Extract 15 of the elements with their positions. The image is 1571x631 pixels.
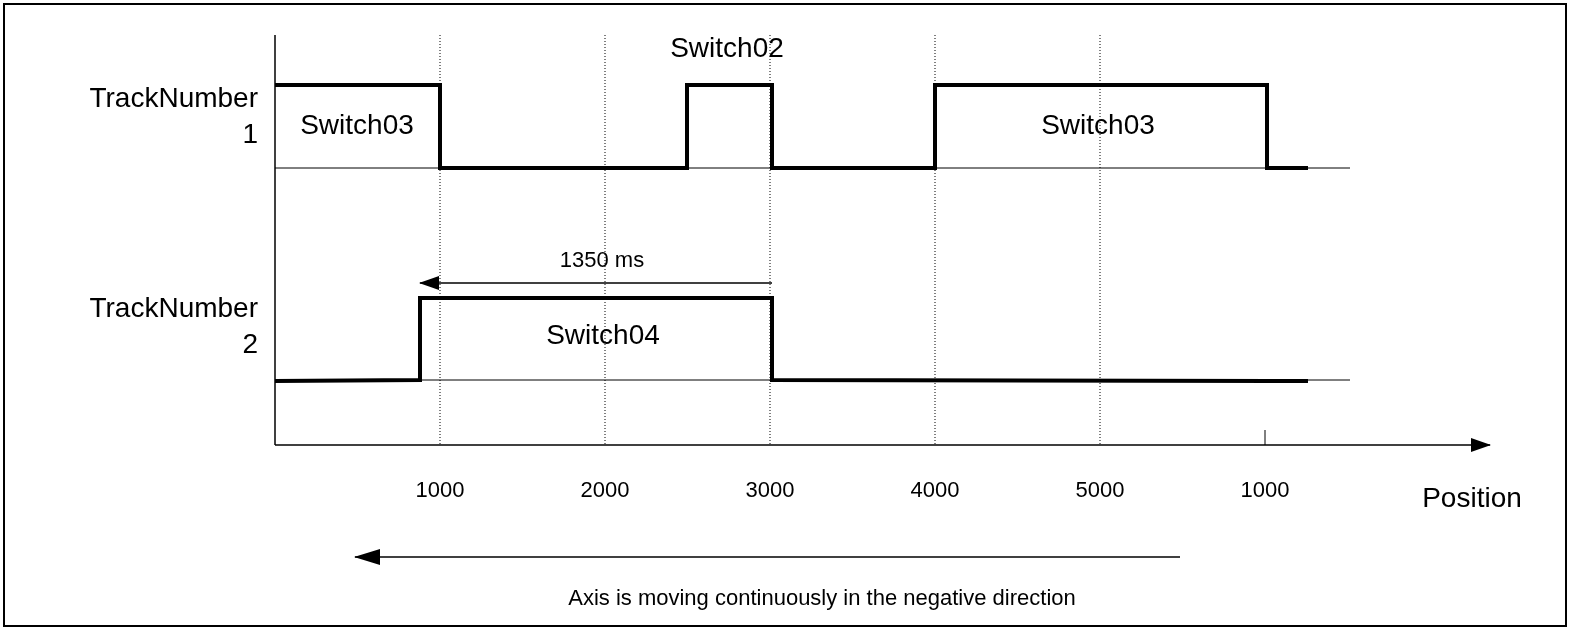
state-label: Switch03 xyxy=(1041,107,1155,142)
signal-label: TrackNumber 2 xyxy=(89,291,258,362)
duration-label: 1350 ms xyxy=(559,245,645,274)
tick-label: 1000 xyxy=(415,475,465,504)
axis-label: Position xyxy=(1422,480,1522,515)
note-text: Axis is moving continuously in the negative direction xyxy=(568,583,1076,612)
tick-label: 3000 xyxy=(745,475,795,504)
state-label: Switch03 xyxy=(300,107,414,142)
tick-label: 1000 xyxy=(1240,475,1290,504)
state-label: Switch04 xyxy=(546,317,660,352)
tick-label: 4000 xyxy=(910,475,960,504)
tick-label: 5000 xyxy=(1075,475,1125,504)
state-label: Switch02 xyxy=(670,30,784,65)
signal-label: TrackNumber 1 xyxy=(89,81,258,152)
tick-label: 2000 xyxy=(580,475,630,504)
